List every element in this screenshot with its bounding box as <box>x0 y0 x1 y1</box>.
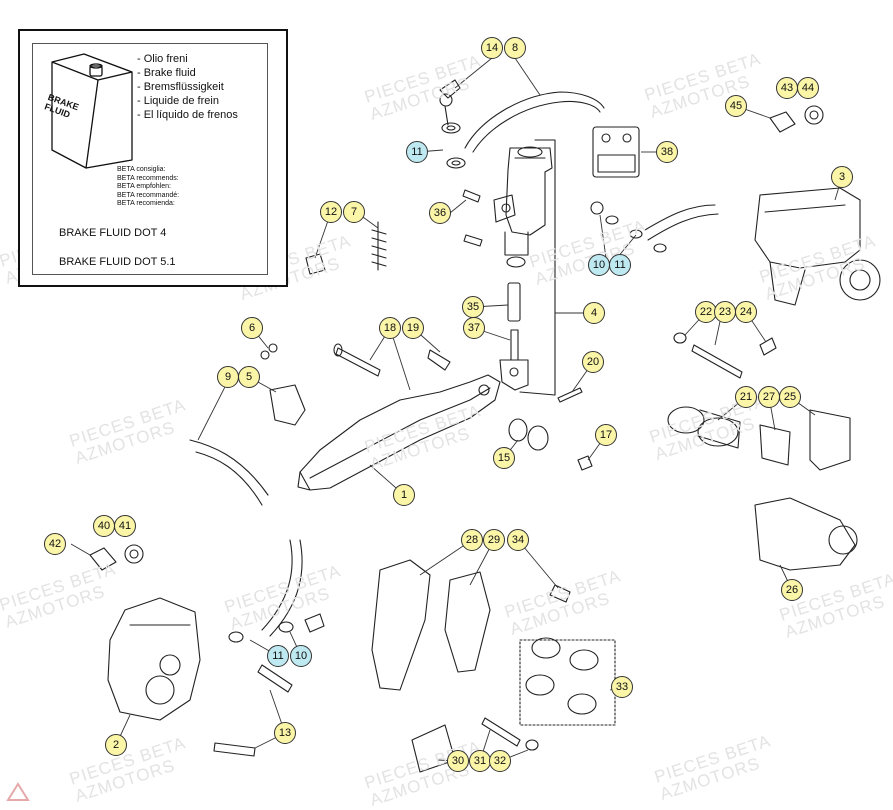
callout-9[interactable]: 9 <box>217 366 239 388</box>
callout-35[interactable]: 35 <box>462 296 484 318</box>
callout-26[interactable]: 26 <box>781 579 803 601</box>
callout-11[interactable]: 11 <box>267 645 289 667</box>
fluid-language-list: - Olio freni - Brake fluid - Bremsflüssi… <box>137 52 238 122</box>
callout-10[interactable]: 10 <box>588 254 610 276</box>
callout-31[interactable]: 31 <box>469 750 491 772</box>
brake-pedal <box>297 374 501 491</box>
callout-25[interactable]: 25 <box>779 386 801 408</box>
pivot-bolt <box>333 343 451 377</box>
callout-36[interactable]: 36 <box>429 202 451 224</box>
callout-5[interactable]: 5 <box>238 366 260 388</box>
callout-45[interactable]: 45 <box>725 95 747 117</box>
pistons-front <box>519 637 616 726</box>
recommendation-line: BETA recomienda: <box>117 200 175 207</box>
callout-40[interactable]: 40 <box>93 515 115 537</box>
recommendation-line: BETA empfohlen: <box>117 183 171 190</box>
caliper-half <box>371 559 571 691</box>
clevis-pin <box>557 387 583 403</box>
callout-19[interactable]: 19 <box>402 317 424 339</box>
bleed-caps-front <box>89 544 144 571</box>
callout-13[interactable]: 13 <box>274 722 296 744</box>
push-rod <box>499 282 529 391</box>
callout-30[interactable]: 30 <box>447 750 469 772</box>
fluid-spec-dot51: BRAKE FLUID DOT 5.1 <box>59 256 176 268</box>
info-box-inner-frame <box>32 43 268 275</box>
spring <box>305 221 387 275</box>
callout-21[interactable]: 21 <box>735 386 757 408</box>
recommendation-line: BETA consiglia: <box>117 166 166 173</box>
callout-44[interactable]: 44 <box>797 77 819 99</box>
callout-10[interactable]: 10 <box>290 645 312 667</box>
callout-38[interactable]: 38 <box>656 141 678 163</box>
language-line: - Olio freni <box>137 53 188 65</box>
callout-20[interactable]: 20 <box>582 351 604 373</box>
callout-22[interactable]: 22 <box>695 301 717 323</box>
callout-34[interactable]: 34 <box>507 529 529 551</box>
recommendation-list: BETA consiglia: BETA recommends: BETA em… <box>117 166 179 209</box>
bearings <box>508 418 593 471</box>
language-line: - Brake fluid <box>137 67 196 79</box>
top-washers <box>441 122 483 247</box>
callout-41[interactable]: 41 <box>114 515 136 537</box>
callout-43[interactable]: 43 <box>776 77 798 99</box>
callout-7[interactable]: 7 <box>343 201 365 223</box>
callout-42[interactable]: 42 <box>44 533 66 555</box>
callout-18[interactable]: 18 <box>379 317 401 339</box>
language-line: - Bremsflüssigkeit <box>137 81 224 93</box>
callout-15[interactable]: 15 <box>493 447 515 469</box>
language-line: - Liquide de frein <box>137 95 219 107</box>
pistons-and-pads-rear <box>667 406 851 471</box>
pedal-bracket <box>189 343 306 506</box>
front-hose <box>228 539 325 643</box>
language-line: - El líquido de frenos <box>137 109 238 121</box>
callout-29[interactable]: 29 <box>483 529 505 551</box>
callout-32[interactable]: 32 <box>489 750 511 772</box>
callout-11[interactable]: 11 <box>406 141 428 163</box>
callout-28[interactable]: 28 <box>461 529 483 551</box>
fluid-spec-dot4: BRAKE FLUID DOT 4 <box>59 227 167 239</box>
caliper-bolts <box>213 664 293 757</box>
callout-14[interactable]: 14 <box>481 37 503 59</box>
rear-caliper <box>754 187 881 306</box>
callout-2[interactable]: 2 <box>105 734 127 756</box>
rear-hose <box>590 201 719 253</box>
callout-33[interactable]: 33 <box>611 676 633 698</box>
callout-27[interactable]: 27 <box>758 386 780 408</box>
front-caliper <box>107 597 201 721</box>
callout-37[interactable]: 37 <box>463 317 485 339</box>
reservoir-cap <box>592 126 640 178</box>
callout-4[interactable]: 4 <box>583 302 605 324</box>
callout-24[interactable]: 24 <box>735 301 757 323</box>
master-cylinder <box>493 139 556 396</box>
callout-23[interactable]: 23 <box>714 301 736 323</box>
callout-11[interactable]: 11 <box>609 254 631 276</box>
callout-17[interactable]: 17 <box>595 424 617 446</box>
upper-hose <box>439 79 605 153</box>
corner-logo-icon <box>6 782 30 801</box>
callout-12[interactable]: 12 <box>320 201 342 223</box>
pins-22-24 <box>673 332 777 379</box>
callout-3[interactable]: 3 <box>831 166 853 188</box>
caliper-bracket <box>754 497 858 571</box>
recommendation-line: BETA recommends: <box>117 174 179 182</box>
callout-8[interactable]: 8 <box>504 37 526 59</box>
callout-1[interactable]: 1 <box>393 484 415 506</box>
bleed-caps-top <box>769 105 824 133</box>
callout-6[interactable]: 6 <box>241 317 263 339</box>
recommendation-line: BETA recommandé: <box>117 191 180 199</box>
